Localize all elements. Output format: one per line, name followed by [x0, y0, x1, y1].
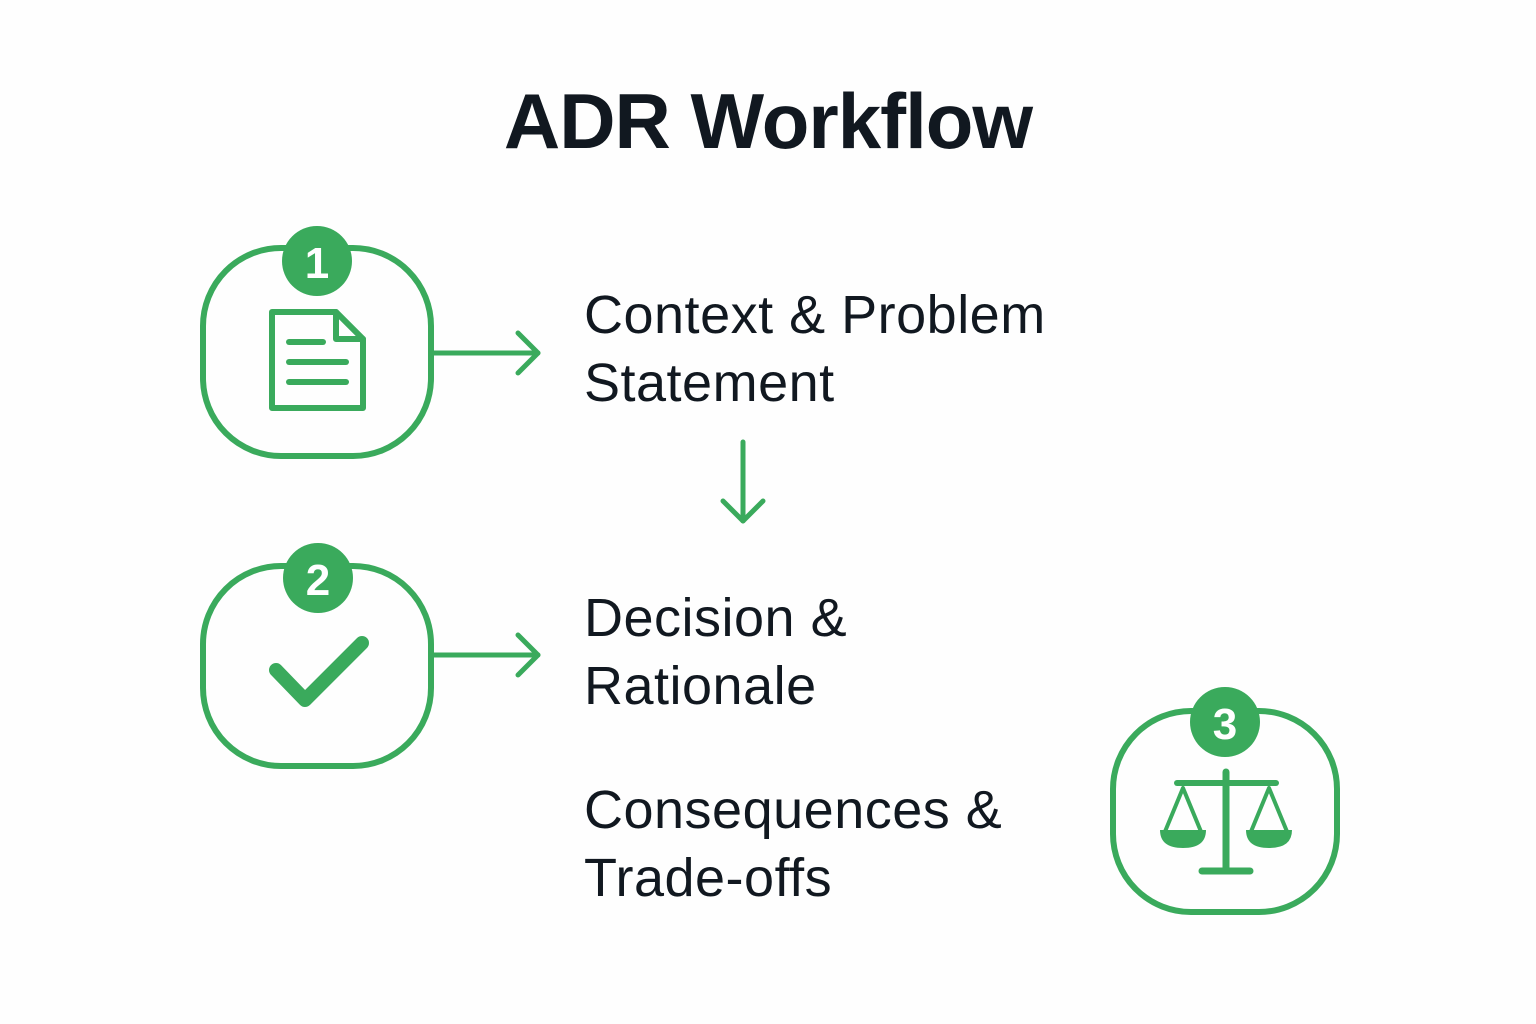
step-1-number: 1: [305, 239, 329, 288]
checkmark-icon: [269, 636, 369, 707]
arrow-down: [720, 439, 766, 524]
document-icon: [269, 309, 366, 411]
arrow-step-1-to-label: [428, 330, 541, 376]
balance-scale-icon: [1160, 768, 1292, 875]
diagram-title: ADR Workflow: [503, 77, 1033, 165]
step-2-label: Decision & Rationale: [584, 584, 847, 720]
step-2-node: 2: [200, 543, 434, 769]
step-1-label-line-1: Context & Problem: [584, 285, 1046, 345]
step-3-number: 3: [1213, 700, 1237, 749]
step-2-number: 2: [306, 556, 330, 605]
step-2-label-line-2: Rationale: [584, 656, 817, 716]
step-3-node: 3: [1110, 687, 1340, 915]
step-1-node: 1: [200, 226, 434, 459]
step-3-label-line-1: Consequences &: [584, 780, 1003, 840]
step-3-label-line-2: Trade-offs: [584, 848, 833, 908]
step-1-label: Context & Problem Statement: [584, 281, 1046, 417]
arrow-step-2-to-label: [428, 632, 541, 678]
step-2-label-line-1: Decision &: [584, 588, 848, 648]
step-1-label-line-2: Statement: [584, 353, 835, 413]
step-3-label: Consequences & Trade-offs: [584, 776, 1002, 912]
